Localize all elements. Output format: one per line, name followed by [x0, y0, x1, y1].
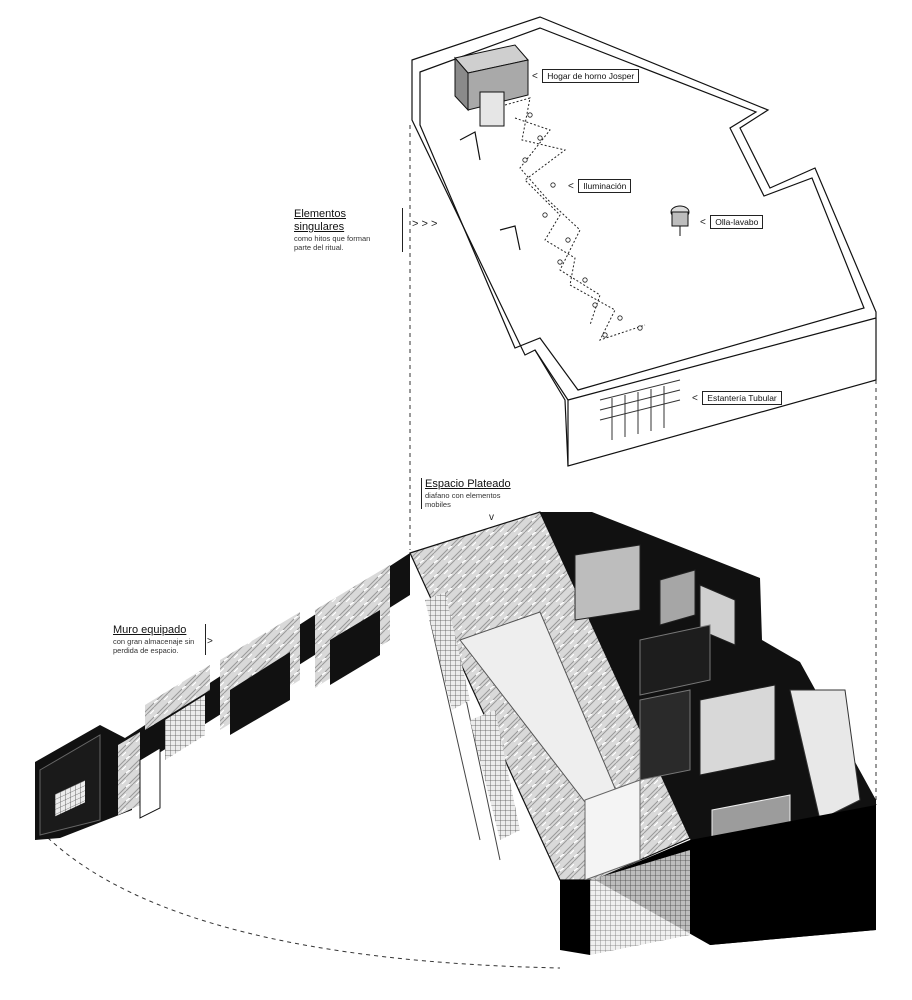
pointer-arrow: < [568, 181, 574, 192]
label-estanteria-text: Estantería Tubular [702, 391, 782, 405]
upper-plan-notch-1 [459, 131, 521, 251]
lighting-string [504, 97, 646, 341]
label-olla-text: Olla-lavabo [710, 215, 764, 229]
guide-lines [47, 125, 877, 969]
elementos-singulares-callout: Elementos singulares como hitos que form… [294, 208, 403, 252]
label-iluminacion: < Iluminación [568, 176, 632, 194]
elementos-singulares-title: Elementos singulares [294, 208, 346, 233]
elementos-singulares-line2: parte del ritual. [294, 243, 344, 252]
muro-equipado-line1: con gran almacenaje sin [113, 637, 195, 646]
espacio-plateado-callout: Espacio Plateado diafano con elementos m… [421, 478, 521, 509]
espacio-plateado-line2: mobiles [425, 500, 451, 509]
elementos-singulares-line1: como hitos que forman [294, 234, 371, 243]
muro-equipado-line2: perdida de espacio. [113, 646, 179, 655]
front-base [560, 805, 876, 955]
upper-plan-front-wall [534, 317, 877, 466]
espacio-plateado-arrow: v [489, 512, 494, 523]
espacio-plateado [409, 511, 691, 881]
olla-lavabo [670, 205, 690, 236]
pointer-arrow: < [692, 393, 698, 404]
espacio-plateado-line1: diafano con elementos [425, 491, 501, 500]
light-bulbs [522, 112, 643, 338]
label-hogar: < Hogar de horno Josper [532, 66, 640, 84]
label-hogar-text: Hogar de horno Josper [542, 69, 640, 83]
josper-oven [454, 44, 529, 127]
upper-plan-inner [419, 27, 865, 391]
espacio-plateado-title: Espacio Plateado [425, 478, 511, 490]
estanteria-tubular [599, 379, 681, 440]
label-olla: < Olla-lavabo [700, 212, 764, 230]
label-estanteria: < Estantería Tubular [692, 388, 782, 406]
upper-plan [411, 16, 877, 467]
label-iluminacion-text: Iluminación [578, 179, 632, 193]
muro-equipado-arrow: > [207, 636, 213, 647]
pointer-arrow: < [700, 217, 706, 228]
muro-equipado-title: Muro equipado [113, 624, 187, 636]
pointer-arrow: < [532, 71, 538, 82]
elementos-singulares-arrows: > > > [412, 218, 438, 230]
muro-equipado [35, 553, 410, 840]
upper-plan-outline [411, 16, 877, 467]
muro-equipado-callout: Muro equipado con gran almacenaje sin pe… [113, 624, 206, 655]
